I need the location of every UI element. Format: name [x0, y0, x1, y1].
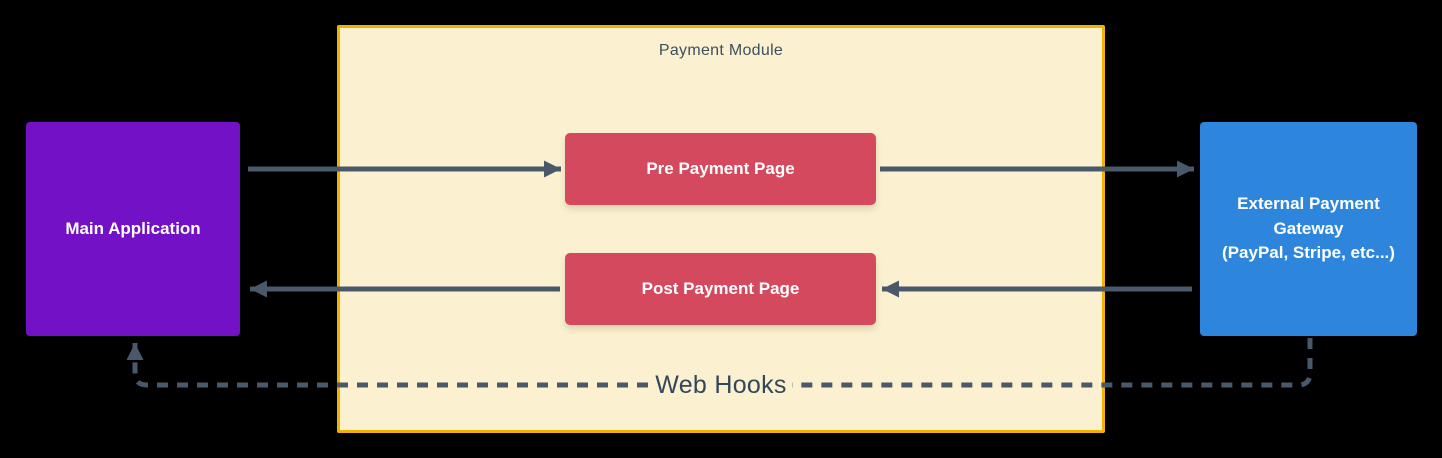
node-main-application: Main Application: [26, 122, 240, 336]
node-external-payment-gateway: External Payment Gateway (PayPal, Stripe…: [1200, 122, 1417, 336]
webhooks-label: Web Hooks: [655, 371, 787, 399]
payment-module-title: Payment Module: [658, 42, 784, 59]
node-pre-payment-page: Pre Payment Page: [565, 133, 876, 205]
node-post-payment-page: Post Payment Page: [565, 253, 876, 325]
